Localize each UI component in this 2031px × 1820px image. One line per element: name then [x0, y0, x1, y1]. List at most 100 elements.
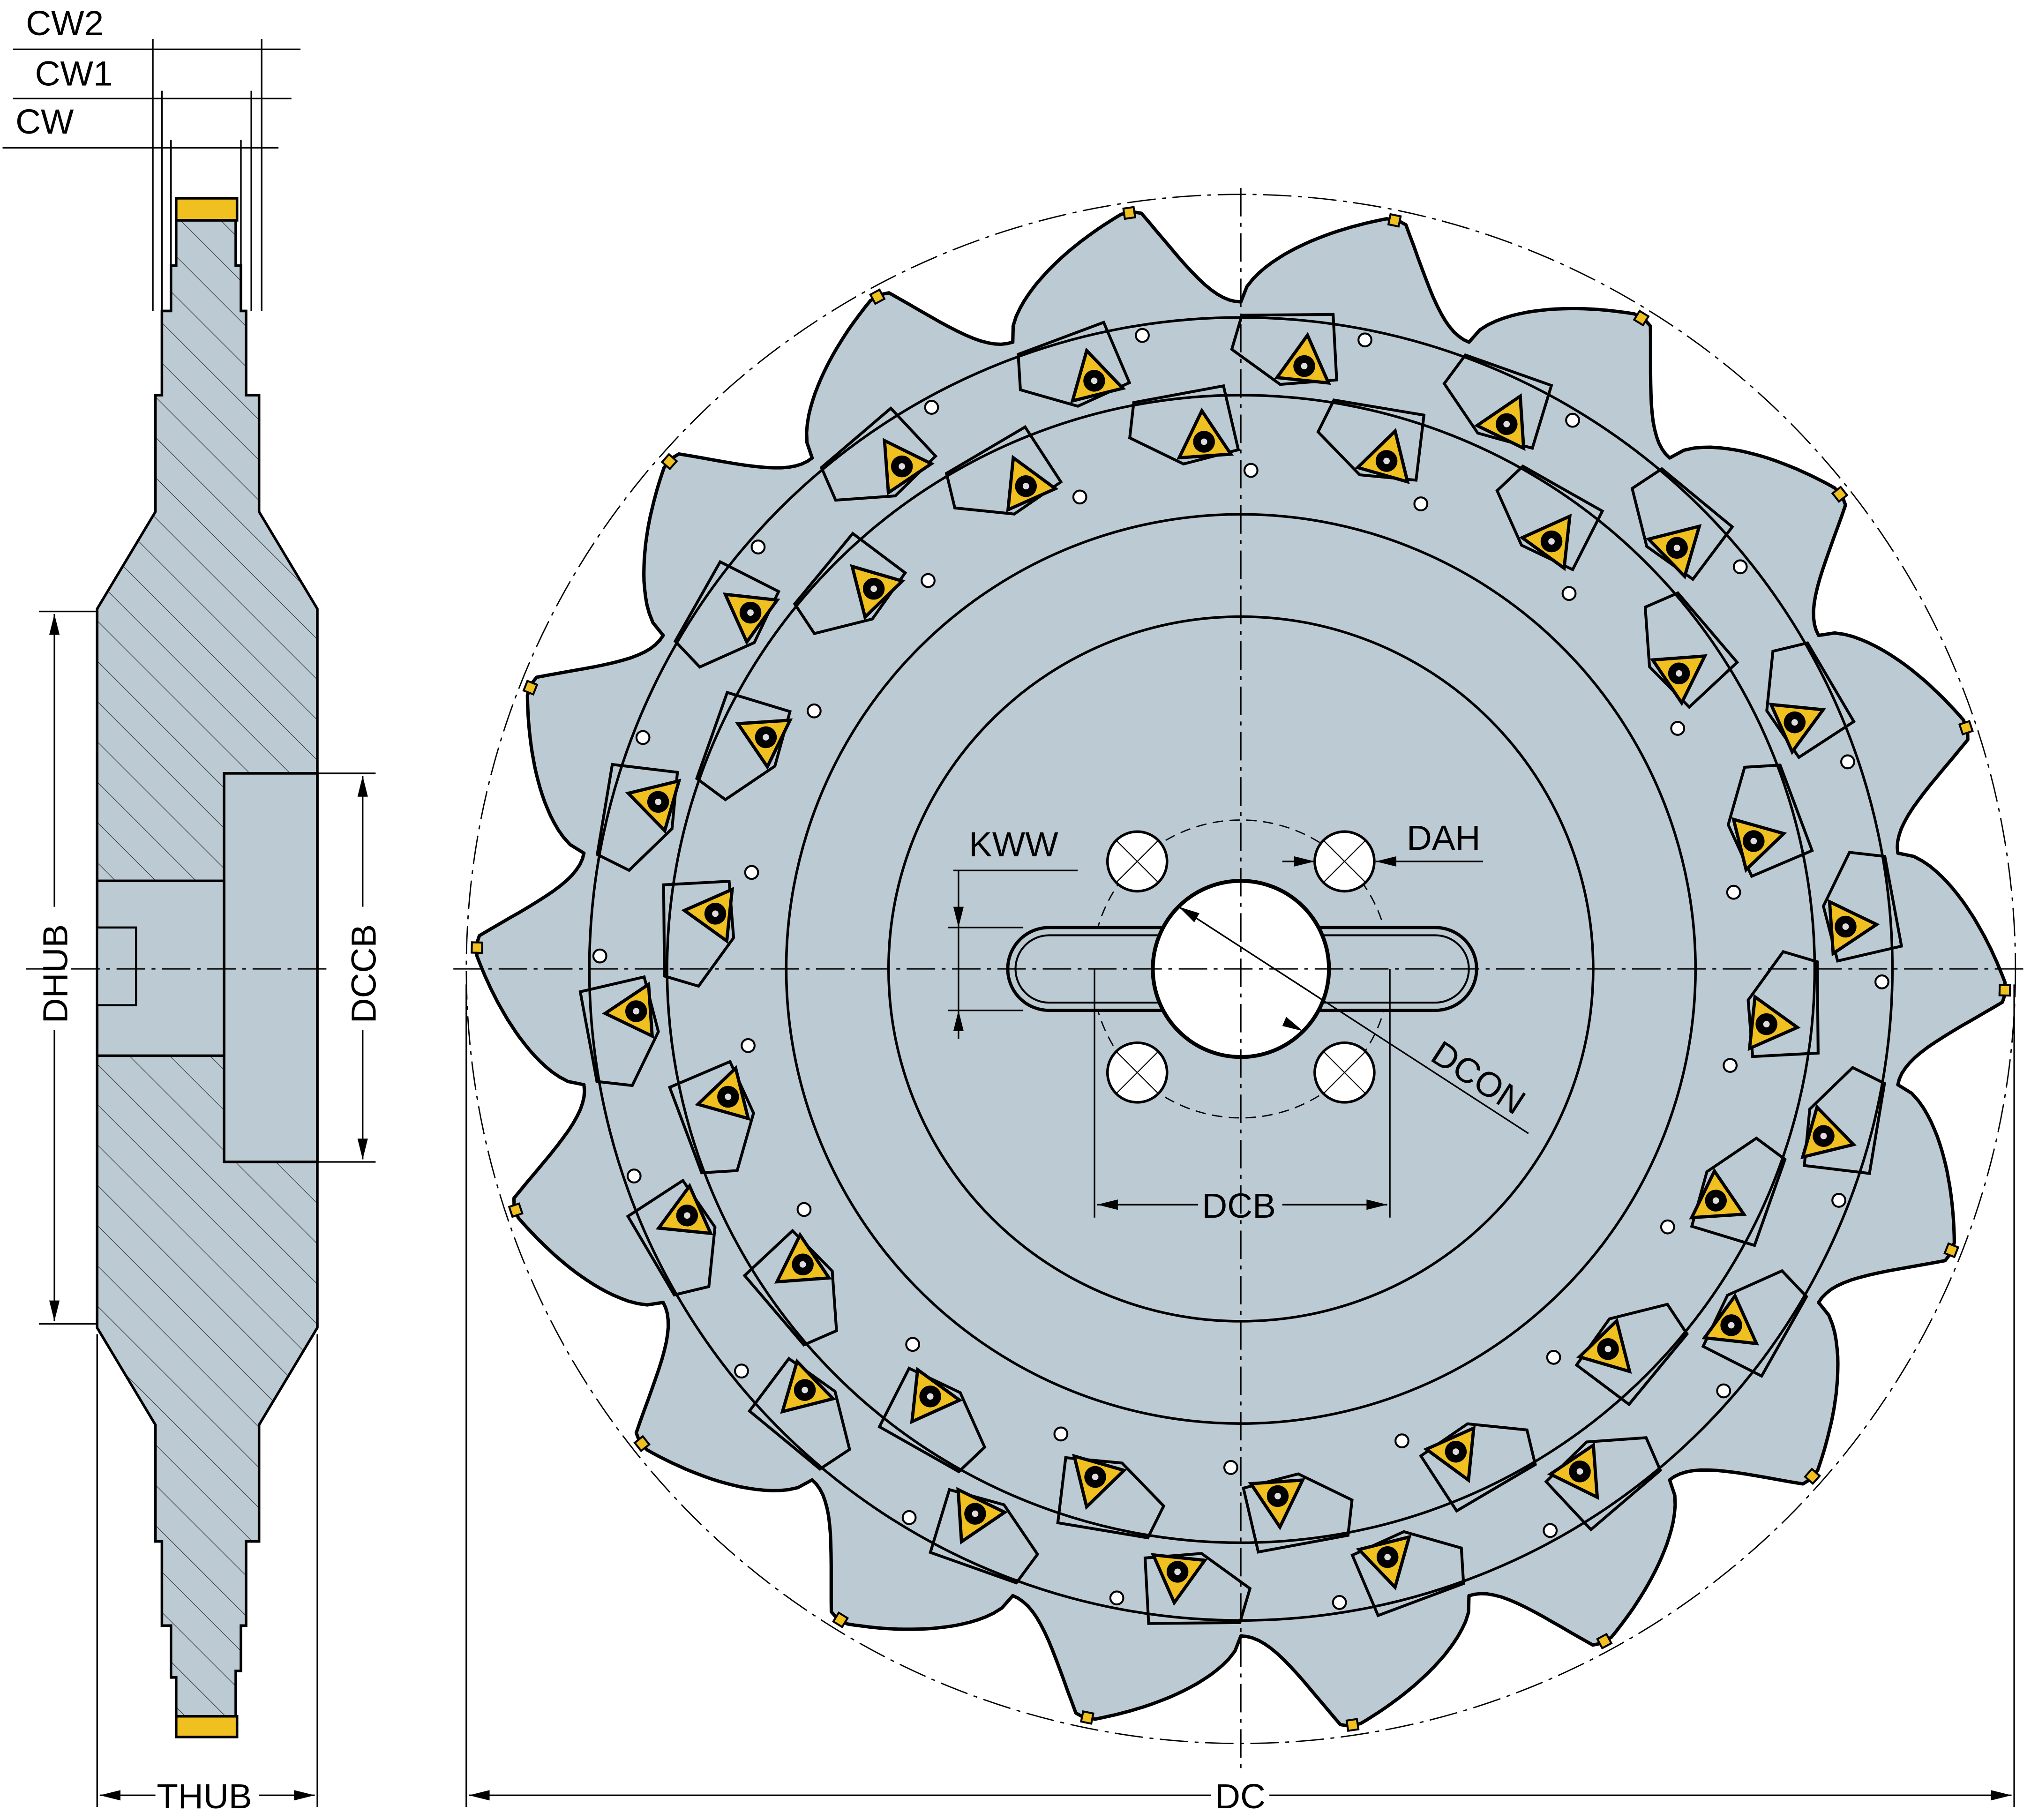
clamp-screw-hole — [592, 948, 607, 964]
insert — [1731, 817, 1787, 873]
insert — [1547, 1442, 1599, 1500]
torx-socket — [870, 585, 877, 592]
thub-label: THUB — [157, 1776, 252, 1816]
dccb-label: DCCB — [344, 924, 383, 1023]
torx-socket — [1712, 1197, 1719, 1204]
insert-tip — [633, 1435, 651, 1453]
insert — [1701, 1292, 1759, 1346]
clamp-screw-hole — [1561, 586, 1577, 601]
clamp-screw-hole — [1223, 1460, 1238, 1475]
insert — [1356, 1535, 1412, 1591]
cw-label: CW — [15, 102, 74, 141]
insert-tip — [1345, 1718, 1360, 1732]
torx-socket — [1503, 420, 1510, 427]
clamp-screw-hole — [750, 539, 766, 554]
mounting-holes — [1106, 830, 1376, 1104]
dc-label: DC — [1215, 1776, 1266, 1816]
insert — [681, 887, 734, 944]
clamp-screw-hole — [901, 1510, 917, 1525]
torx-socket — [1548, 538, 1555, 545]
torx-socket — [1200, 438, 1207, 445]
cw1-label: CW1 — [35, 54, 113, 93]
clamp-screw-hole — [1726, 884, 1741, 900]
clamp-screw-hole — [1660, 1219, 1675, 1235]
insert-tip — [1958, 720, 1974, 736]
insert — [1423, 1425, 1476, 1483]
counterbore-section — [223, 772, 319, 1163]
insert — [1768, 703, 1826, 755]
insert — [1519, 513, 1572, 571]
clamp-screw-hole — [1413, 496, 1429, 511]
insert — [780, 1358, 836, 1414]
keyway-section — [96, 926, 137, 1006]
insert — [1576, 1318, 1632, 1374]
insert — [956, 1487, 1008, 1545]
clamp-screw-hole — [905, 1337, 921, 1352]
insert — [1248, 1478, 1305, 1531]
insert — [1176, 407, 1234, 460]
hole-cross — [1116, 1051, 1159, 1094]
insert — [1649, 654, 1708, 706]
torx-socket — [633, 1008, 640, 1015]
torx-socket — [712, 910, 719, 917]
clamp-screw-hole — [1543, 1523, 1558, 1538]
insert — [1474, 393, 1526, 451]
clamp-screw-hole — [1831, 1193, 1846, 1208]
insert-tip — [869, 288, 886, 305]
clamp-screw-hole — [796, 1202, 812, 1217]
insert — [850, 564, 906, 621]
inserts — [471, 206, 2011, 1732]
torx-socket — [1676, 670, 1682, 677]
insert — [735, 718, 793, 770]
clamp-screw-hole — [1332, 1595, 1347, 1610]
clamp-screw-hole — [1723, 1058, 1738, 1073]
front-view: KWW DAH DCON DCB DC — [453, 187, 2027, 1816]
clamp-screw-hole — [1670, 721, 1686, 736]
torx-socket — [1750, 838, 1757, 845]
clamp-screw-hole — [1732, 559, 1748, 575]
insert — [602, 981, 654, 1039]
insert — [655, 1183, 713, 1236]
torx-socket — [1728, 1322, 1735, 1329]
clamp-screw-hole — [626, 1168, 642, 1183]
insert — [625, 779, 682, 834]
insert-tip — [1122, 206, 1137, 220]
torx-socket — [1383, 457, 1390, 464]
cw2-label: CW2 — [26, 3, 104, 43]
insert — [1070, 347, 1126, 404]
insert — [1274, 332, 1331, 385]
torx-socket — [1673, 544, 1680, 551]
insert-tip — [1943, 1242, 1960, 1258]
insert-tip — [471, 941, 484, 954]
insert — [1747, 994, 1801, 1051]
clamp-screw-hole — [1053, 1426, 1069, 1442]
insert — [883, 438, 935, 496]
hole-cross — [1116, 840, 1159, 883]
clamp-screw-hole — [741, 1038, 756, 1053]
torx-socket — [1820, 1132, 1827, 1139]
insert — [774, 1232, 832, 1284]
torx-socket — [802, 1386, 808, 1393]
kww-label: KWW — [969, 824, 1058, 864]
clamp-screw-hole — [921, 573, 936, 588]
torx-socket — [1791, 719, 1798, 726]
insert — [1354, 428, 1410, 484]
torx-socket — [655, 798, 662, 805]
torx-socket — [1842, 923, 1849, 930]
torx-socket — [1301, 363, 1308, 369]
clamp-screw-hole — [635, 730, 651, 745]
torx-socket — [1091, 377, 1098, 384]
insert-tip — [1079, 1710, 1094, 1725]
insert-tip — [1804, 1468, 1821, 1485]
torx-socket — [1022, 483, 1029, 490]
torx-socket — [1453, 1448, 1459, 1455]
insert — [1645, 524, 1702, 580]
torx-socket — [763, 734, 769, 741]
torx-socket — [899, 463, 906, 470]
insert-tip — [1596, 1633, 1613, 1650]
clamp-screw-hole — [744, 865, 759, 880]
torx-socket — [747, 609, 754, 616]
clamp-screw-hole — [734, 1363, 749, 1379]
clamp-screw-hole — [1357, 332, 1372, 348]
